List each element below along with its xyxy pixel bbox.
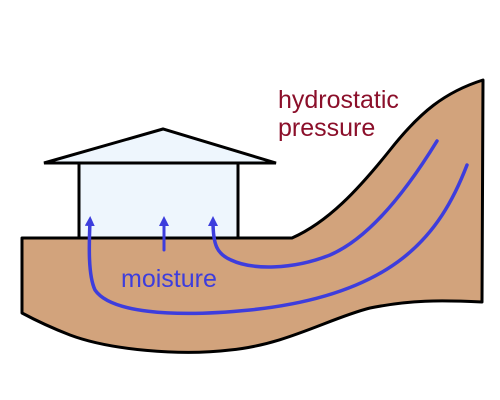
house-icon (43, 127, 277, 240)
moisture-label: moisture (121, 265, 217, 293)
soil-ground (20, 78, 485, 354)
hydrostatic-label: hydrostatic (278, 86, 399, 114)
water-flow-upper (208, 139, 439, 269)
water-flow-lower (84, 163, 469, 316)
pressure-label: pressure (278, 114, 375, 142)
house-roof (43, 127, 277, 165)
